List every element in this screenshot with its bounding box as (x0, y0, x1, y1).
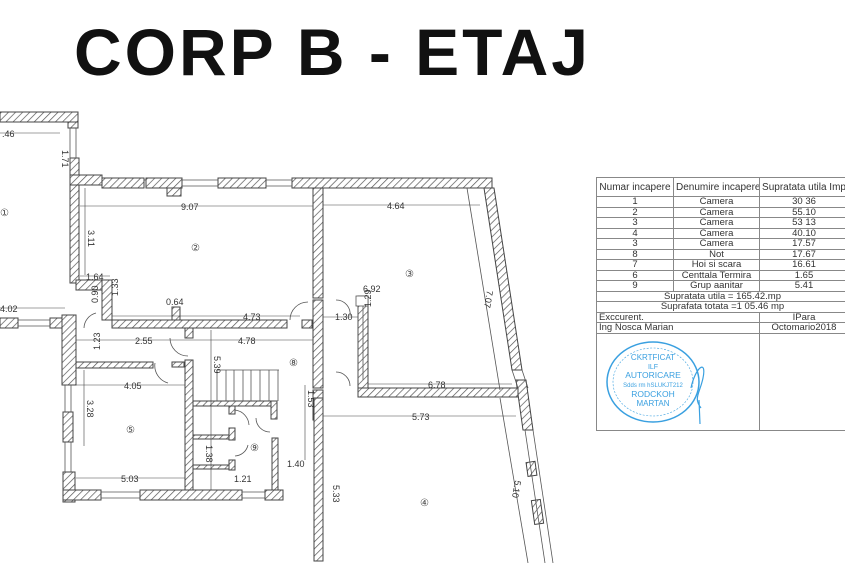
verifier-label: IPara (759, 311, 845, 323)
engineer-name: Ing Nosca Marian (596, 322, 760, 334)
empty-cell (759, 332, 845, 431)
signature-name-row: Ing Nosca Marian Octomario2018 (596, 322, 845, 334)
svg-text:1.38: 1.38 (204, 445, 214, 463)
svg-text:9.07: 9.07 (181, 202, 199, 212)
svg-text:5.03: 5.03 (121, 474, 139, 484)
table-header-row: Numar incapere Denumire incapere Suprata… (596, 177, 845, 197)
dimension-labels: .46 1.71 9.07 3.11 1.64 0.64 4.73 4.02 0… (0, 129, 523, 503)
stamp-cell: CKRTFICAT ILF AUTORICARE Sdds rm hSLUKJT… (596, 332, 760, 431)
svg-text:1.30: 1.30 (335, 312, 353, 322)
useful-area-row: Supratata utila = 165.42.mp (596, 290, 845, 302)
svg-text:4.05: 4.05 (124, 381, 142, 391)
svg-text:0.64: 0.64 (166, 297, 184, 307)
svg-text:3.11: 3.11 (86, 230, 96, 247)
svg-text:1.71: 1.71 (60, 150, 70, 168)
svg-text:1.40: 1.40 (287, 459, 305, 469)
svg-text:5.33: 5.33 (331, 485, 341, 503)
svg-text:.46: .46 (2, 129, 15, 139)
svg-text:6.78: 6.78 (428, 380, 446, 390)
plan-date: Octomario2018 (759, 322, 845, 334)
window-lines (18, 128, 554, 563)
svg-text:5.10: 5.10 (510, 480, 523, 499)
room-2-label: ② (191, 243, 200, 254)
svg-text:3.28: 3.28 (85, 400, 95, 418)
room-8-label: ⑧ (289, 358, 298, 369)
svg-text:1.64: 1.64 (86, 272, 104, 282)
room-areas-table: Numar incapere Denumire incapere Suprata… (596, 177, 845, 431)
svg-text:4.78: 4.78 (238, 336, 256, 346)
signature-label-row: Exccurent. IPara (596, 311, 845, 323)
total-area: Suprafata totata =1 05.46 mp (596, 301, 845, 313)
svg-text:2.55: 2.55 (135, 336, 153, 346)
svg-text:CKRTFICAT: CKRTFICAT (631, 353, 675, 362)
total-area-row: Suprafata totata =1 05.46 mp (596, 301, 845, 313)
svg-text:7.07: 7.07 (482, 290, 495, 309)
walls (0, 111, 545, 562)
room-3-label: ③ (405, 269, 414, 280)
svg-text:1.23: 1.23 (92, 332, 102, 350)
svg-text:AUTORICARE: AUTORICARE (625, 370, 681, 380)
header-useful-area: Supratata utila Imp (759, 177, 845, 197)
svg-text:4.64: 4.64 (387, 201, 405, 211)
svg-text:1.33: 1.33 (110, 278, 120, 296)
useful-area-total: Supratata utila = 165.42.mp (596, 290, 845, 302)
room-4-label: ④ (420, 498, 429, 509)
svg-text:1.53: 1.53 (306, 390, 316, 408)
svg-text:ILF: ILF (648, 364, 658, 371)
signature-icon (690, 366, 705, 424)
svg-text:1.29: 1.29 (363, 289, 373, 307)
svg-text:1.21: 1.21 (234, 474, 252, 484)
svg-text:5.73: 5.73 (412, 412, 430, 422)
svg-text:MARTAN: MARTAN (636, 399, 669, 408)
room-5-label: ⑤ (126, 425, 135, 436)
page-title: CORP B - ETAJ (74, 15, 591, 89)
svg-text:5.39: 5.39 (212, 356, 222, 374)
room-9-label: ⑨ (250, 443, 259, 454)
dimension-lines (0, 132, 516, 490)
header-room-number: Numar incapere (596, 177, 674, 197)
svg-text:4.73: 4.73 (243, 312, 261, 322)
svg-text:4.02: 4.02 (0, 304, 18, 314)
header-room-name: Denumire incapere (673, 177, 760, 197)
room-1-label: ① (0, 208, 9, 219)
svg-text:RODCKOH: RODCKOH (631, 389, 674, 399)
stamp-row: CKRTFICAT ILF AUTORICARE Sdds rm hSLUKJT… (596, 332, 845, 431)
svg-text:Sdds rm hSLUKJT212: Sdds rm hSLUKJT212 (623, 383, 683, 389)
certification-stamp: CKRTFICAT ILF AUTORICARE Sdds rm hSLUKJT… (606, 340, 705, 424)
room-labels: ① ② ③ ④ ⑤ ⑧ ⑨ (0, 208, 429, 509)
svg-text:6.92: 6.92 (363, 284, 381, 294)
svg-text:0.90: 0.90 (90, 285, 100, 303)
floor-plan: .46 1.71 9.07 3.11 1.64 0.64 4.73 4.02 0… (0, 111, 554, 563)
executant-label: Exccurent. (596, 311, 760, 323)
